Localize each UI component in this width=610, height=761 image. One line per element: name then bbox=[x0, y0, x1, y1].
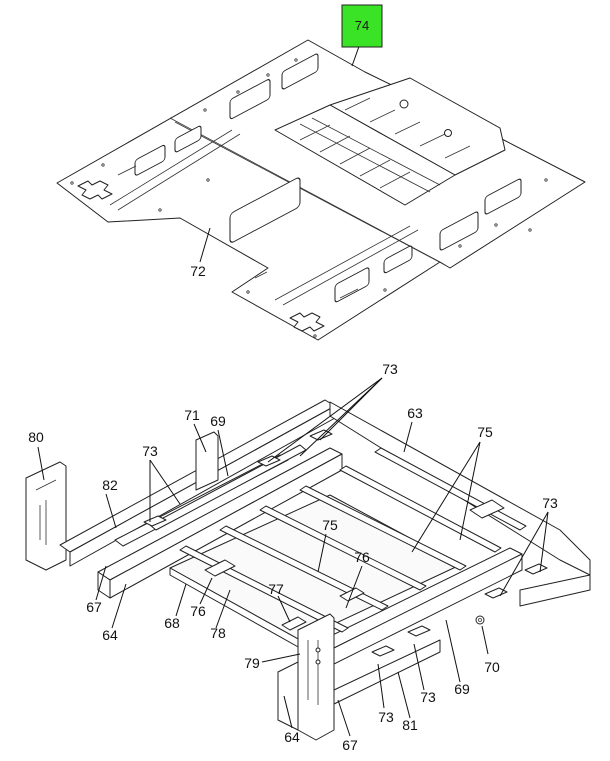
highlighted-callout[interactable]: 74 bbox=[341, 4, 383, 48]
callout-74[interactable]: 74 bbox=[355, 18, 369, 33]
callout-75-right[interactable]: 75 bbox=[477, 424, 493, 440]
callout-73-left[interactable]: 73 bbox=[142, 443, 158, 459]
callout-63[interactable]: 63 bbox=[407, 405, 423, 421]
callout-76-mid[interactable]: 76 bbox=[354, 549, 370, 565]
callout-73-top[interactable]: 73 bbox=[382, 361, 398, 377]
callout-78[interactable]: 78 bbox=[210, 625, 226, 641]
floor-frame-assembly bbox=[25, 399, 591, 741]
callout-68[interactable]: 68 bbox=[164, 615, 180, 631]
callout-64-bottom[interactable]: 64 bbox=[284, 729, 300, 745]
leader-lines bbox=[37, 37, 549, 737]
callout-64-left[interactable]: 64 bbox=[102, 627, 118, 643]
callout-69-bottom[interactable]: 69 bbox=[454, 681, 470, 697]
callout-76-left[interactable]: 76 bbox=[190, 603, 206, 619]
callout-72[interactable]: 72 bbox=[190, 263, 206, 279]
floor-panel bbox=[56, 39, 586, 341]
callout-70[interactable]: 70 bbox=[484, 659, 500, 675]
callout-82[interactable]: 82 bbox=[102, 477, 118, 493]
callout-69-top[interactable]: 69 bbox=[210, 413, 226, 429]
callout-labels: 72 73 63 75 80 71 69 73 82 75 73 76 67 6… bbox=[28, 263, 558, 753]
callout-73-bottom-b[interactable]: 73 bbox=[420, 689, 436, 705]
callout-81[interactable]: 81 bbox=[402, 717, 418, 733]
callout-73-right[interactable]: 73 bbox=[542, 495, 558, 511]
callout-67-bottom[interactable]: 67 bbox=[342, 737, 358, 753]
callout-67-left[interactable]: 67 bbox=[86, 599, 102, 615]
highlight-box[interactable] bbox=[341, 4, 383, 48]
callout-71[interactable]: 71 bbox=[184, 407, 200, 423]
callout-77[interactable]: 77 bbox=[268, 581, 284, 597]
callout-79[interactable]: 79 bbox=[244, 655, 260, 671]
callout-80[interactable]: 80 bbox=[28, 429, 44, 445]
callout-75-mid[interactable]: 75 bbox=[322, 517, 338, 533]
callout-73-bottom-a[interactable]: 73 bbox=[378, 709, 394, 725]
